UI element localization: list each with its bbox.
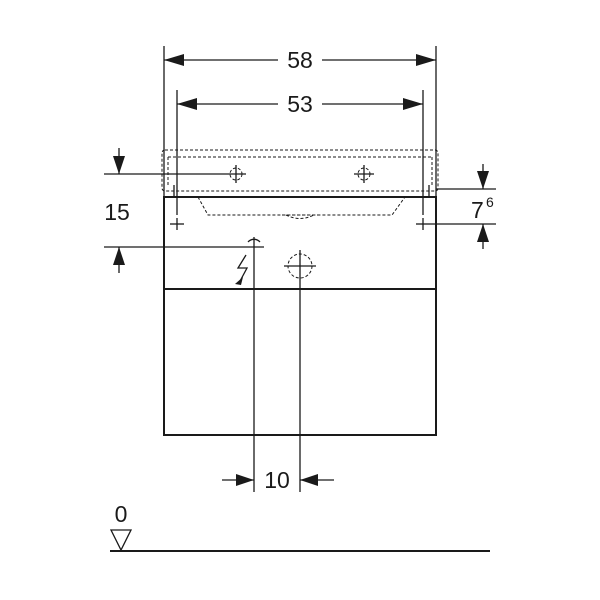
dimension-drain-offset: 10	[222, 257, 334, 493]
washbasin-top	[161, 149, 439, 192]
drain-crosshair	[284, 250, 316, 282]
electrical-connection-crosshair	[244, 237, 264, 257]
height-right-superscript: 6	[486, 194, 494, 210]
dimension-height-left: 15	[104, 148, 244, 273]
dimension-inner-width: 53	[176, 90, 424, 215]
basin-bowl	[197, 196, 406, 216]
overall-width-label: 58	[287, 47, 313, 73]
lightning-bolt-icon	[235, 254, 249, 285]
dimension-overall-width: 58	[163, 46, 437, 197]
dimension-height-right: 7 6	[430, 164, 496, 249]
cabinet-mount-point-right	[416, 218, 430, 230]
basin-drain	[285, 214, 315, 219]
wall-mount-crosshair-left	[226, 165, 246, 183]
floor-level-triangle-icon	[109, 529, 133, 552]
wall-mount-crosshair-right	[354, 165, 374, 183]
drain-offset-label: 10	[264, 467, 290, 493]
inner-width-label: 53	[287, 91, 313, 117]
washbasin-outline	[161, 149, 439, 219]
floor-level-marker: 0	[109, 501, 490, 552]
cabinet-mount-point-left	[170, 218, 184, 230]
height-left-label: 15	[104, 199, 130, 225]
floor-level-label: 0	[115, 501, 128, 527]
height-right-label: 7	[471, 197, 484, 223]
